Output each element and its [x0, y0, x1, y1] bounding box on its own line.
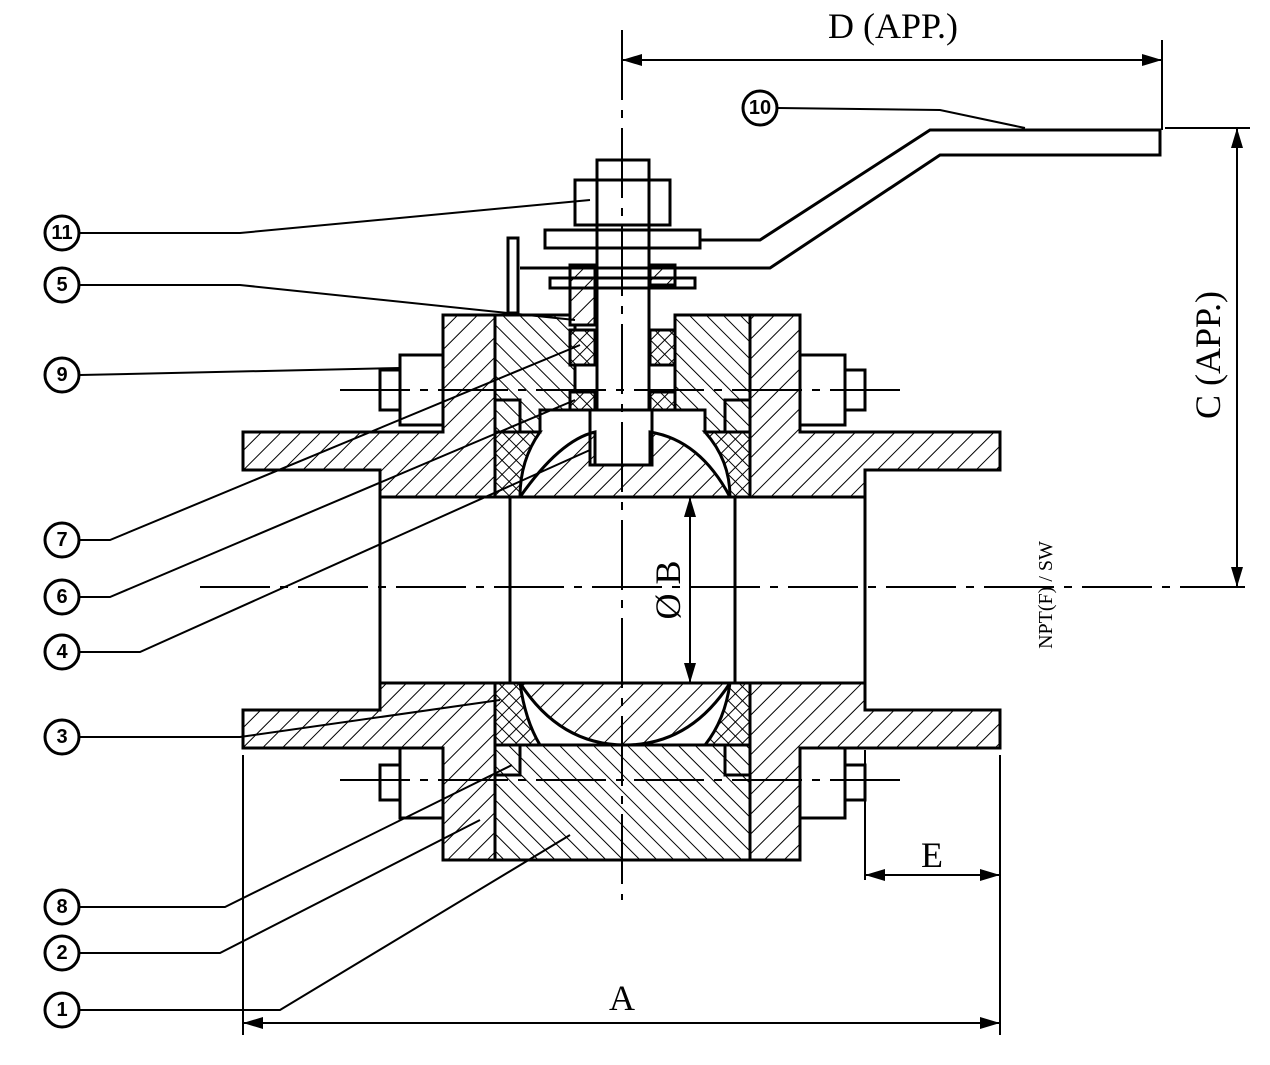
svg-text:5: 5 [56, 274, 67, 296]
callout-8: 8 [43, 888, 81, 926]
callout-9: 9 [43, 356, 81, 394]
svg-text:7: 7 [56, 529, 67, 551]
callout-1: 1 [43, 991, 81, 1029]
dim-a-label: A [609, 978, 635, 1018]
callout-11: 11 [43, 214, 81, 252]
callout-6: 6 [43, 578, 81, 616]
handle [520, 128, 1162, 270]
svg-text:10: 10 [749, 97, 771, 119]
end-connection-label: NPT(F) / SW [1035, 541, 1057, 649]
dim-e-label: E [921, 835, 943, 875]
svg-text:3: 3 [56, 726, 67, 748]
svg-text:2: 2 [56, 942, 67, 964]
svg-text:6: 6 [56, 586, 67, 608]
callout-4: 4 [43, 633, 81, 671]
leader-lines [78, 107, 1026, 1011]
svg-text:1: 1 [56, 999, 67, 1021]
svg-text:9: 9 [56, 364, 67, 386]
callout-3: 3 [43, 718, 81, 756]
callout-2: 2 [43, 934, 81, 972]
svg-text:4: 4 [56, 641, 68, 663]
ball [517, 430, 733, 747]
dim-c-label: C (APP.) [1188, 291, 1228, 419]
packing [568, 263, 677, 412]
callout-7: 7 [43, 521, 81, 559]
dimension-lines [242, 40, 1250, 1035]
dim-d-label: D (APP.) [828, 6, 958, 46]
callout-5: 5 [43, 266, 81, 304]
dim-b-label: Ø B [648, 560, 688, 619]
seats [493, 430, 752, 747]
callout-10: 10 [741, 89, 779, 127]
svg-text:11: 11 [51, 222, 72, 244]
svg-text:8: 8 [56, 896, 67, 918]
